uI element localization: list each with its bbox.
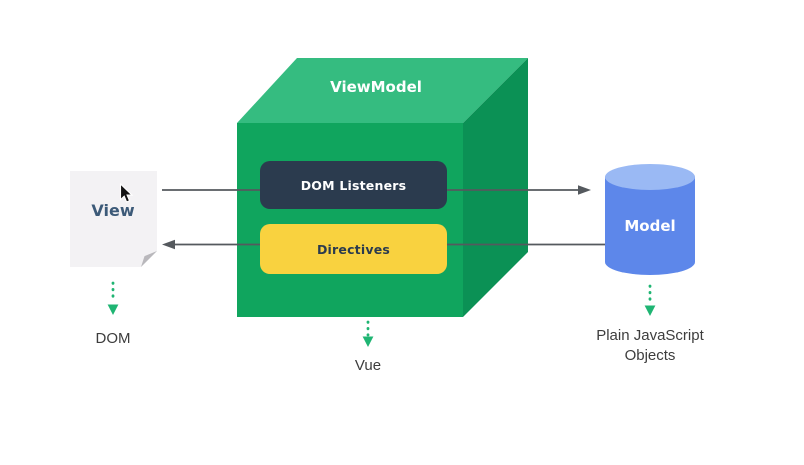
cube-side-face: [463, 58, 528, 317]
view-dotted-arrowhead-icon: [107, 304, 119, 315]
arrowhead-left-icon: [162, 239, 175, 250]
mouse-cursor-icon: [119, 183, 134, 203]
cube-top-face: [237, 58, 528, 123]
viewmodel-cube: [237, 58, 528, 317]
cylinder-top: [605, 164, 695, 190]
view-page: [70, 171, 157, 267]
dom-listeners-label: DOM Listeners: [300, 177, 407, 193]
cube-front-face: [237, 123, 463, 317]
view-label: View: [91, 201, 135, 220]
cylinder-body: [605, 177, 695, 275]
dom-listeners-box: DOM Listeners: [260, 161, 447, 209]
model-label: Model: [624, 217, 676, 235]
model-dotted-arrowhead-icon: [644, 305, 656, 316]
arrowhead-right-icon: [578, 185, 591, 195]
plain-javascript-objects-caption: Plain JavaScript Objects: [596, 326, 704, 366]
viewmodel-dotted-arrowhead-icon: [362, 336, 374, 347]
directives-box: Directives: [260, 224, 447, 274]
mapping-arrows: [107, 281, 656, 347]
directives-label: Directives: [316, 241, 391, 257]
pjo-caption-line2: Objects: [624, 347, 676, 364]
viewmodel-title: ViewModel: [330, 78, 422, 96]
dom-caption: DOM: [95, 330, 131, 347]
vue-caption: Vue: [354, 357, 382, 374]
model-cylinder: [605, 164, 695, 275]
pjo-caption-line1: Plain JavaScript: [596, 327, 704, 344]
